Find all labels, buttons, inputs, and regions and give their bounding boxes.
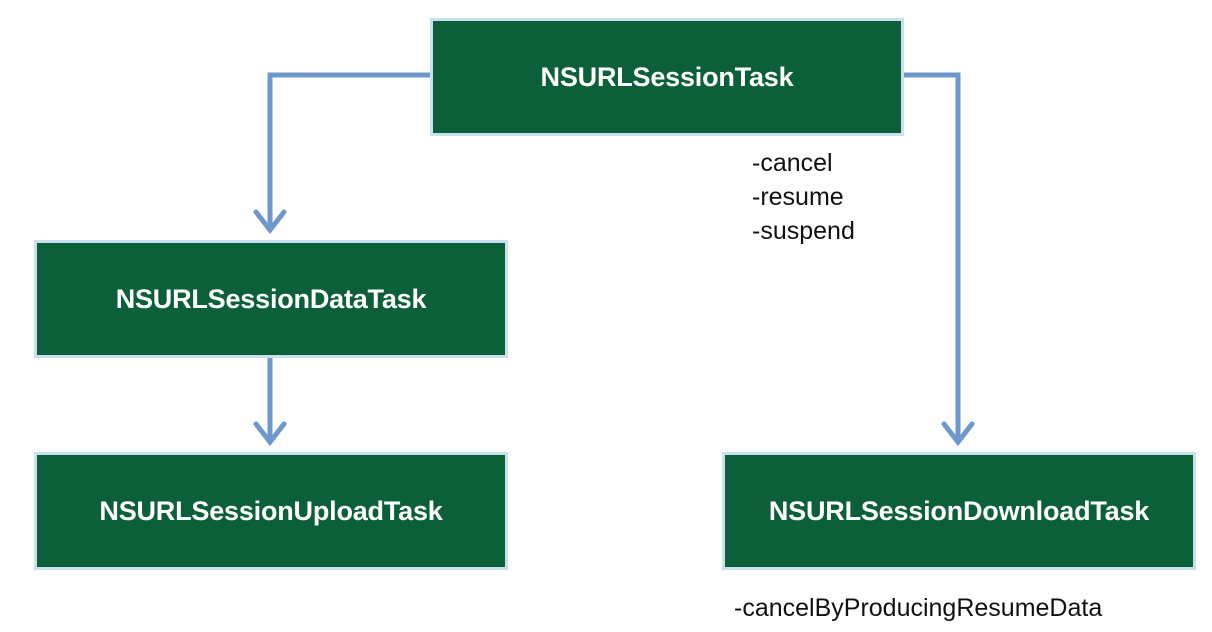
arrow-task-to-download-task (899, 72, 961, 443)
arrowhead-upload-task (253, 421, 287, 447)
arrowhead-download-task (941, 421, 975, 447)
node-nsurlsessiontask: NSURLSessionTask (430, 18, 904, 136)
node-nsurlsessiondownloadtask: NSURLSessionDownloadTask (722, 452, 1196, 570)
node-nsurlsessiondatatask: NSURLSessionDataTask (34, 240, 508, 358)
method-cancel-by-producing-resume-data: -cancelByProducingResumeData (734, 594, 1103, 622)
method-resume: -resume (752, 183, 844, 211)
download-methods-list: -cancelByProducingResumeData (734, 591, 1102, 625)
task-methods-list: -cancel -resume -suspend (752, 146, 855, 248)
arrowhead-data-task (253, 209, 287, 235)
arrow-task-to-data-task (267, 72, 435, 231)
method-cancel: -cancel (752, 149, 833, 177)
method-suspend: -suspend (752, 217, 855, 245)
node-nsurlsessionuploadtask: NSURLSessionUploadTask (34, 452, 508, 570)
